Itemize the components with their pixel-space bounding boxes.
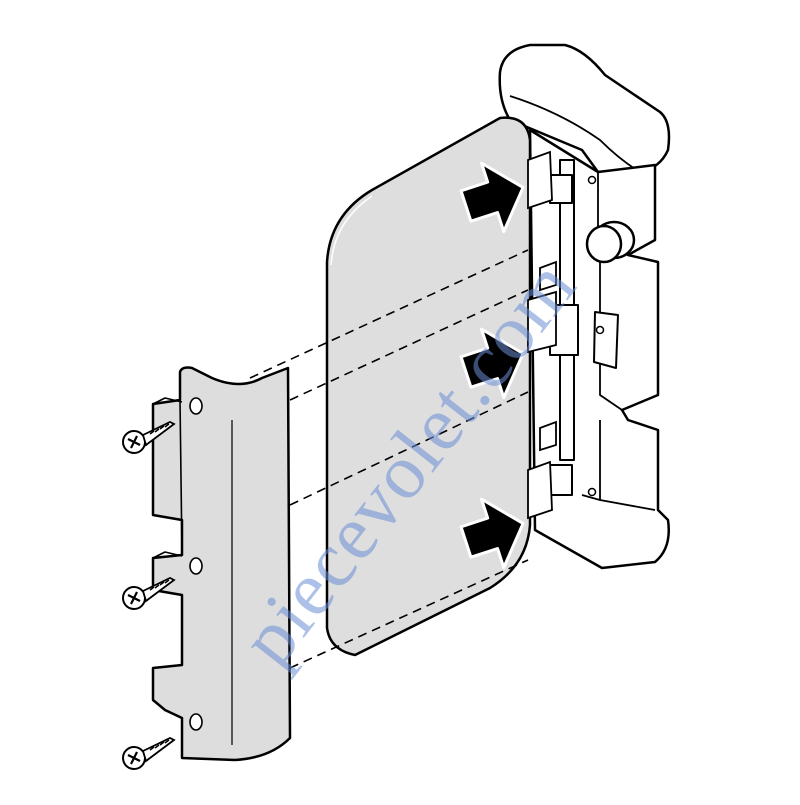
slide-panel [325, 116, 557, 657]
hinge-housing [498, 43, 671, 570]
cover-plate [151, 366, 292, 762]
alignment-lines [249, 249, 529, 669]
screw-bottom [121, 736, 176, 771]
